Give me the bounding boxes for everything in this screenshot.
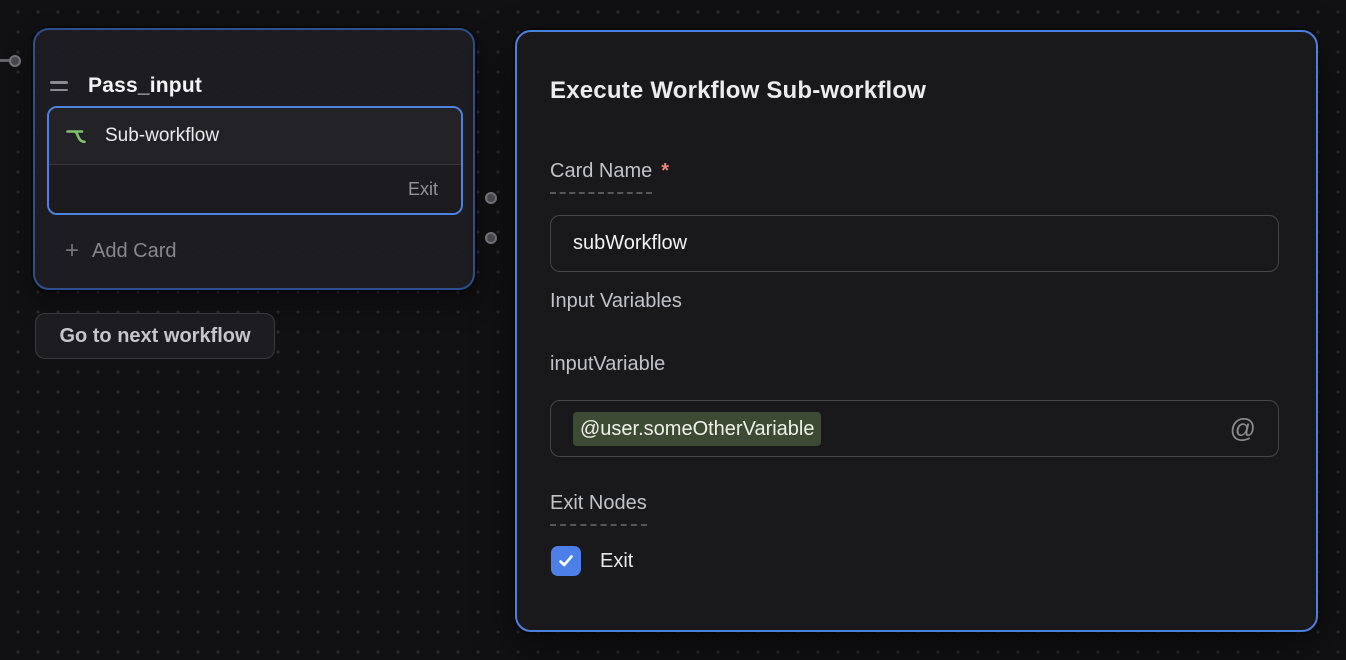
plus-icon: + (65, 237, 80, 264)
drag-handle-icon[interactable] (50, 81, 68, 91)
input-variable-label: inputVariable (550, 353, 666, 375)
card-name-label-row: Card Name * (550, 160, 669, 194)
card-name-field[interactable] (550, 215, 1279, 272)
node-title: Pass_input (88, 74, 203, 97)
input-variables-heading-row: Input Variables (550, 290, 682, 313)
sub-workflow-exit-label[interactable]: Exit (407, 179, 438, 199)
sub-workflow-card[interactable]: Sub-workflow Exit (47, 106, 463, 215)
input-variable-label-row: inputVariable (550, 353, 665, 376)
panel-title: Execute Workflow Sub-workflow (550, 77, 927, 104)
card-name-label: Card Name (550, 160, 653, 194)
sub-workflow-card-label: Sub-workflow (105, 125, 220, 146)
exit-checkbox-label: Exit (600, 549, 634, 572)
card-name-input[interactable] (551, 216, 1278, 271)
at-mention-icon[interactable]: @ (1229, 412, 1256, 443)
required-asterisk: * (661, 160, 670, 182)
variable-chip[interactable]: @user.someOtherVariable (573, 411, 822, 446)
node-header: Pass_input (50, 74, 202, 98)
connector-line (0, 59, 13, 62)
exit-checkbox[interactable] (551, 546, 581, 576)
node-output-port-2[interactable] (485, 232, 497, 244)
exit-checkbox-row[interactable]: Exit (551, 546, 633, 576)
exit-nodes-label: Exit Nodes (550, 492, 647, 526)
execute-workflow-panel: Execute Workflow Sub-workflow Card Name *… (515, 30, 1318, 632)
go-to-next-workflow-button[interactable]: Go to next workflow (35, 313, 275, 359)
checkmark-icon (559, 555, 573, 567)
input-variable-field[interactable]: @user.someOtherVariable @ (550, 400, 1279, 457)
node-input-port[interactable] (9, 55, 21, 67)
add-card-button[interactable]: + Add Card (65, 239, 177, 263)
sub-workflow-card-header[interactable]: Sub-workflow (49, 108, 461, 165)
exit-nodes-heading-row: Exit Nodes (550, 492, 647, 526)
node-output-port-1[interactable] (485, 192, 497, 204)
sub-workflow-curve-icon (65, 127, 92, 146)
sub-workflow-exit-row[interactable]: Exit (49, 165, 461, 213)
workflow-node-pass-input[interactable]: Pass_input Sub-workflow Exit + Add Card (33, 28, 475, 290)
add-card-label: Add Card (92, 239, 177, 262)
input-variables-label: Input Variables (550, 290, 682, 312)
